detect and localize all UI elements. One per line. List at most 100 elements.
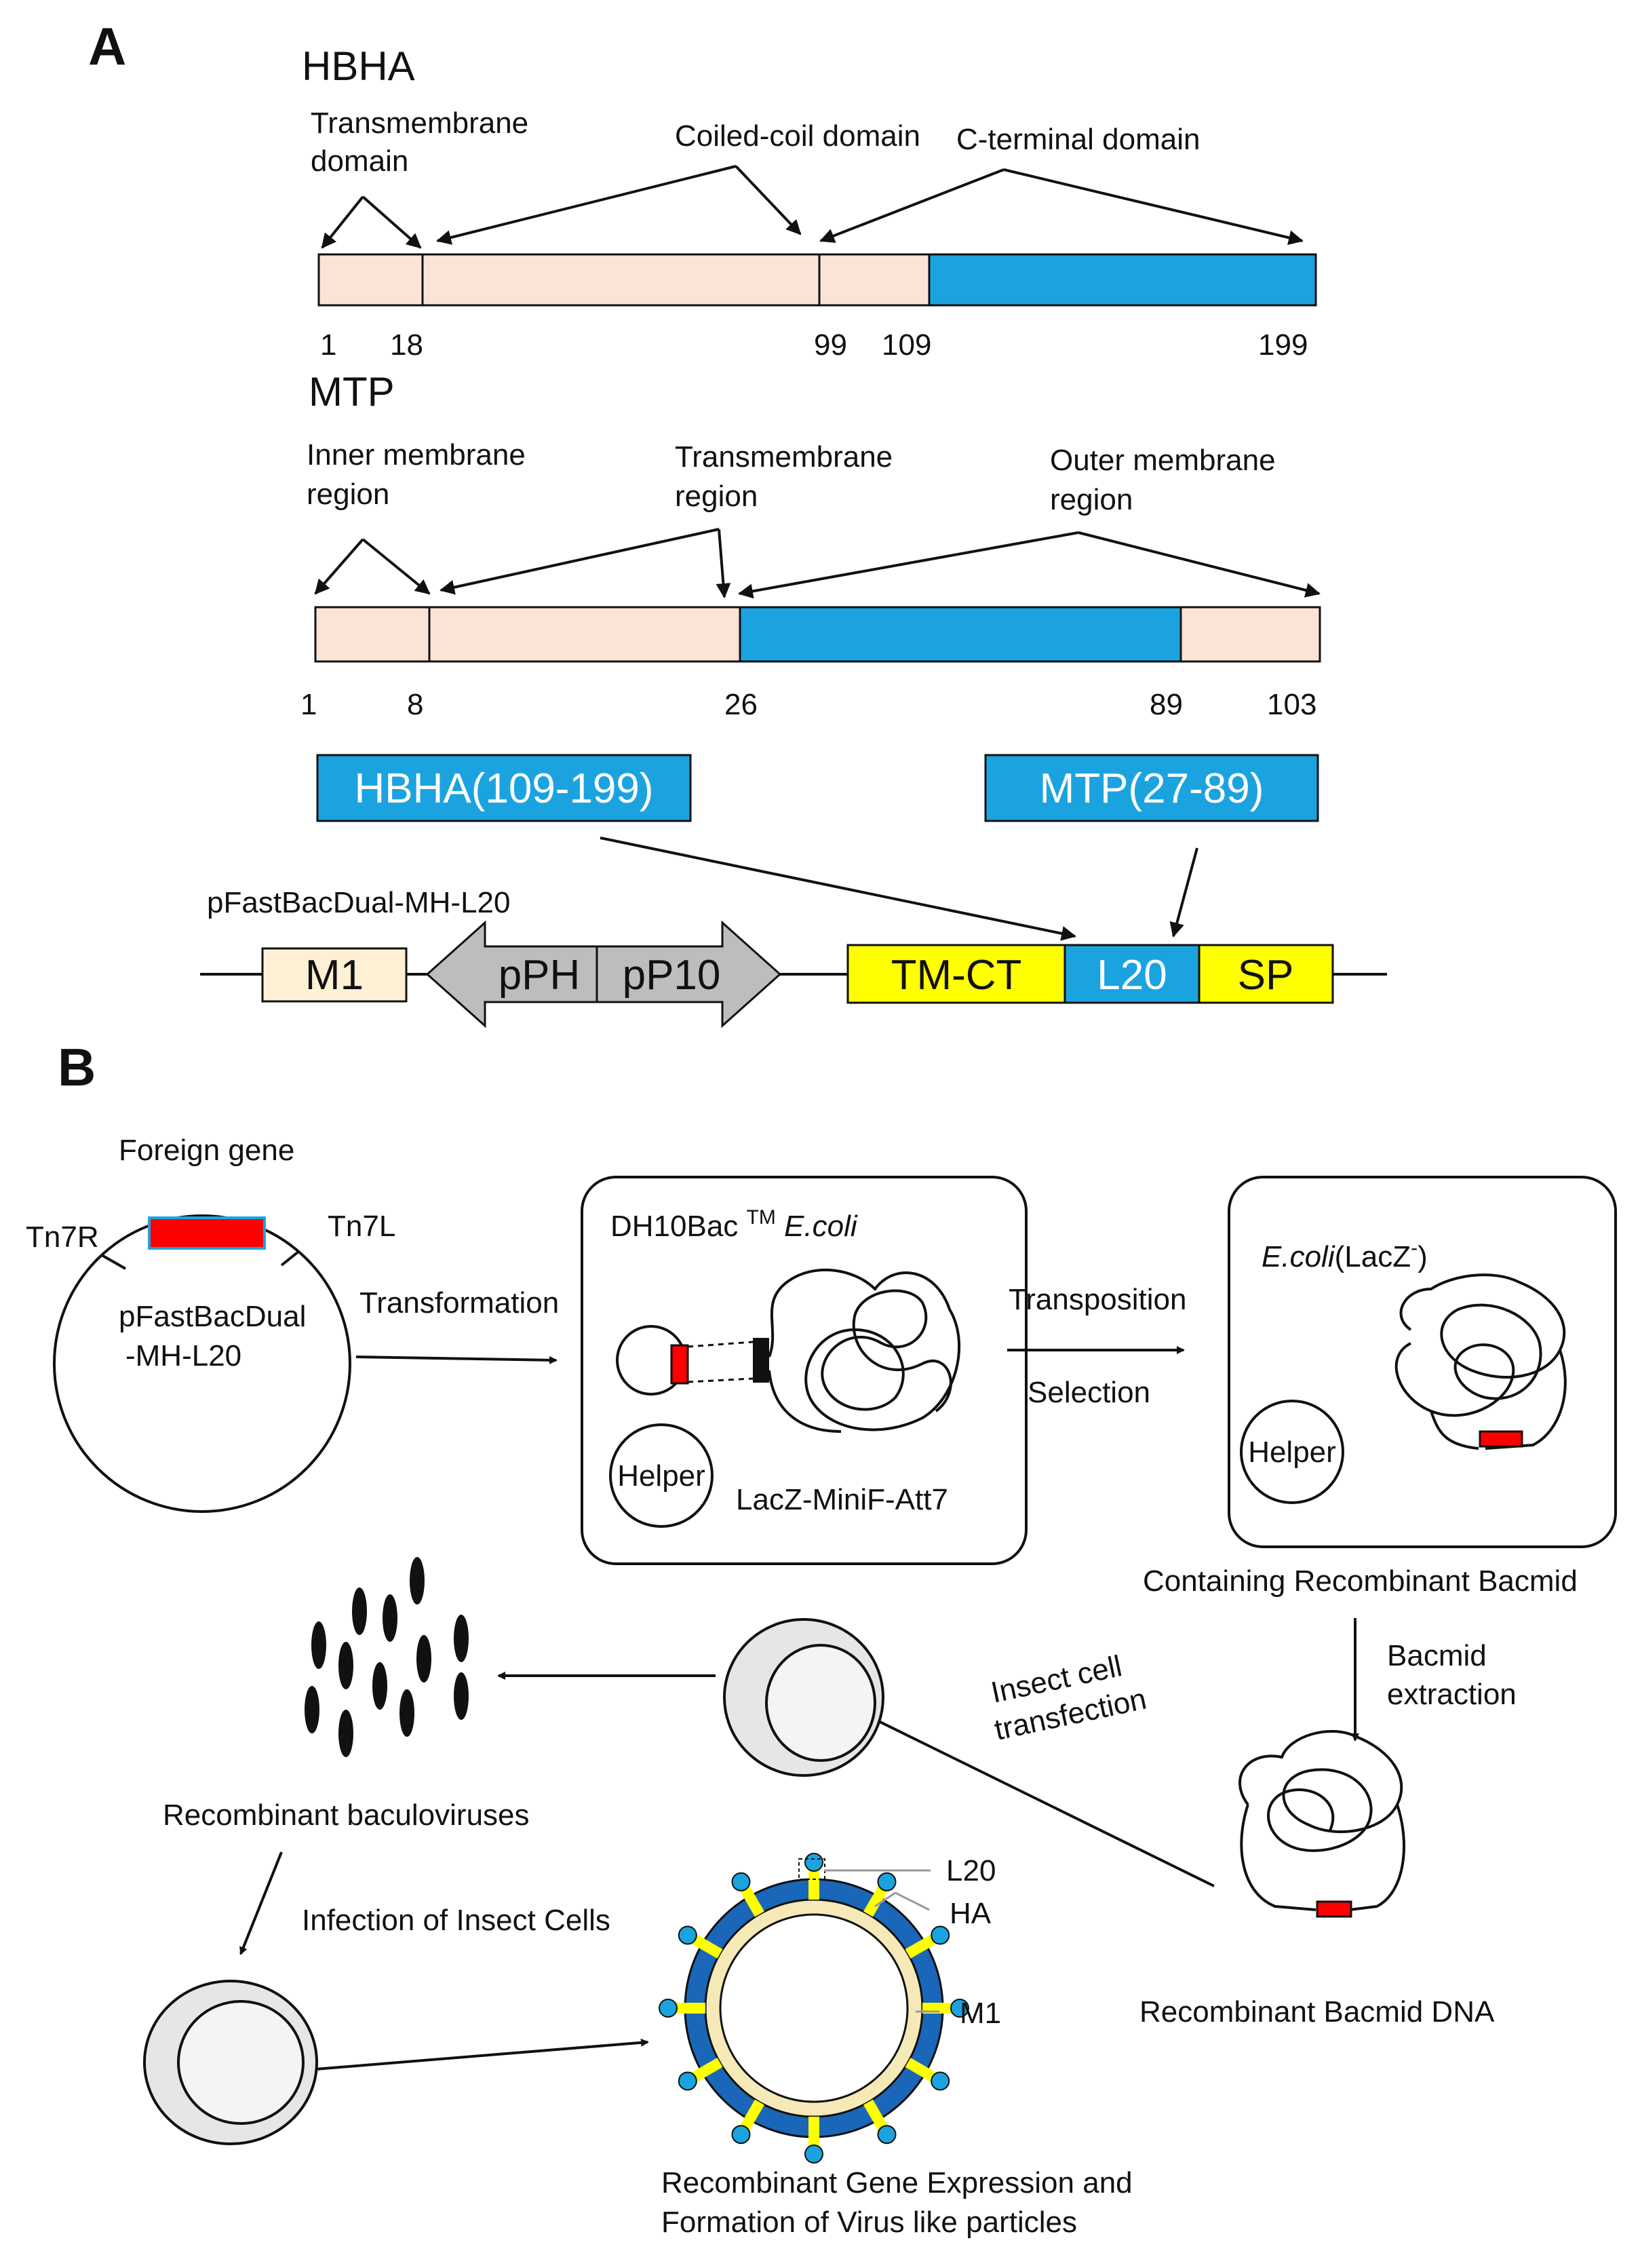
mtp-label-transmembrane-region: region [675,480,758,513]
mtp-fragment-label: MTP(27-89) [1040,765,1264,812]
transposition-label: Transposition [1009,1283,1187,1316]
hbha-annotation-arrows [321,165,1304,249]
tn7r-label: Tn7R [26,1221,99,1254]
vlp-label-m1: M1 [960,1997,1001,2030]
expression-arrow [315,2038,649,2071]
vlp-spikes [659,1853,969,2164]
recombinant-dna-insert [1316,1900,1352,1918]
ecoli-lacz-label: E.coli(LacZ-) [1262,1237,1428,1273]
ecoli-lacz-close: ) [1418,1240,1428,1273]
mtp-to-l20-arrow [1169,847,1198,938]
infected-cell-inner [177,2000,305,2125]
ecoli-lacz-species: E.coli [1262,1240,1335,1273]
ha-spike [863,1885,889,1917]
baculovirus [410,1557,425,1604]
l20-spike-head [931,2071,950,2091]
ha-spike [863,2099,889,2132]
construct-pph-label: pPH [499,952,581,999]
tn7l-tick [280,1250,300,1267]
baculovirus [338,1710,353,1757]
baculovirus [416,1635,431,1683]
infection-label: Infection of Insect Cells [302,1904,610,1937]
ecoli-lacz-sup: - [1411,1237,1418,1259]
l20-spike-head [678,2071,697,2091]
containing-recombinant-bacmid-label: Containing Recombinant Bacmid [1143,1564,1578,1598]
mtp-pos-103: 103 [1267,688,1316,721]
final-label-line2: Formation of Virus like particles [661,2206,1077,2239]
mtp-segment-outer-blue [739,606,1182,663]
hbha-segment-coiled-coil [421,253,821,307]
construct-sp-box [1198,944,1334,1004]
l20-highlight-box [798,1858,825,1880]
construct-sp-label: SP [1238,952,1294,999]
infection-arrow [239,1851,283,1955]
ha-spike [905,1934,937,1959]
dh10bac-small-insert [670,1344,689,1385]
baculovirus [372,1662,387,1710]
construct-name: pFastBacDual-MH-L20 [207,886,511,919]
l20-spike-head [731,2125,751,2145]
hbha-pos-199: 199 [1258,328,1308,362]
hbha-to-l20-arrow [600,837,1076,941]
vlp-core [719,1913,909,2103]
hbha-label-coiled-coil: Coiled-coil domain [675,119,920,153]
hbha-label-c-terminal: C-terminal domain [956,123,1200,156]
plasmid-label-line2: -MH-L20 [125,1339,241,1372]
recombinant-bacmid-dna-label: Recombinant Bacmid DNA [1139,1995,1495,2029]
dh10bac-helper-circle [609,1423,714,1528]
construct-m1-label: M1 [305,952,364,999]
l20-spike-head [804,1853,823,1872]
hbha-segment-linker [818,253,931,307]
l20-spike-head [877,2125,897,2145]
l20-spike-head [950,1999,969,2018]
mtp-pos-1: 1 [300,688,317,721]
dh10bac-name: DH10Bac [610,1210,738,1243]
mtp-segment-inner [314,606,431,663]
baculovirus [338,1642,353,1689]
l20-spike-head [659,1999,678,2018]
hbha-segment-c-terminal [928,253,1317,307]
ha-spike [739,1885,764,1917]
mtp-pos-26: 26 [724,688,758,721]
baculovirus [311,1621,326,1669]
ha-spike [690,1934,723,1959]
hbha-pos-109: 109 [882,328,931,362]
mtp-label-inner-region: region [307,478,389,511]
mtp-label-outer-region: region [1050,483,1133,516]
bacmid-extraction-line1: Bacmid [1387,1639,1487,1672]
ecoli-lacz-suffix: (LacZ [1335,1240,1411,1273]
l20-spike-head [804,2145,823,2164]
ha-leader-line [874,1891,896,1908]
insect-cell-inner [765,1644,876,1762]
bacmid-extraction-line2: extraction [1387,1678,1517,1711]
hbha-label-transmembrane: Transmembrane [311,107,528,140]
ecoli-bacmid-insert [1479,1430,1523,1448]
dh10bac-label: DH10Bac TM E.coli [610,1197,858,1243]
recombinant-dna-scribble [1238,1730,1405,1911]
mtp-segment-outer-end [1179,606,1321,663]
ecoli-helper-circle [1240,1400,1344,1504]
vlp-particle [659,1853,969,2164]
baculovirus [305,1686,319,1733]
baculovirus [399,1689,414,1737]
hbha-fragment-label: HBHA(109-199) [354,765,653,812]
hbha-title: HBHA [302,43,415,89]
ecoli-helper-label: Helper [1248,1436,1336,1469]
plasmid-label-line1: pFastBacDual [119,1300,306,1333]
l20-spike-head [678,1925,697,1945]
l20-spike-head [931,1925,950,1945]
construct-tm-ct-label: TM-CT [891,952,1022,999]
baculovirus [454,1672,469,1720]
foreign-gene-insert [148,1216,266,1250]
vlp-label-ha: HA [950,1897,992,1930]
baculoviruses-cluster [305,1557,469,1757]
dh10bac-helper-label: Helper [617,1459,705,1493]
construct-pp10-label: pP10 [623,952,721,999]
hbha-label-domain: domain [311,145,408,178]
construct-l20-label: L20 [1097,952,1167,999]
l20-spike-head [877,1872,897,1891]
hbha-pos-1: 1 [320,328,336,362]
dh10bac-tm: TM [747,1206,776,1229]
construct-m1-box [261,947,408,1003]
